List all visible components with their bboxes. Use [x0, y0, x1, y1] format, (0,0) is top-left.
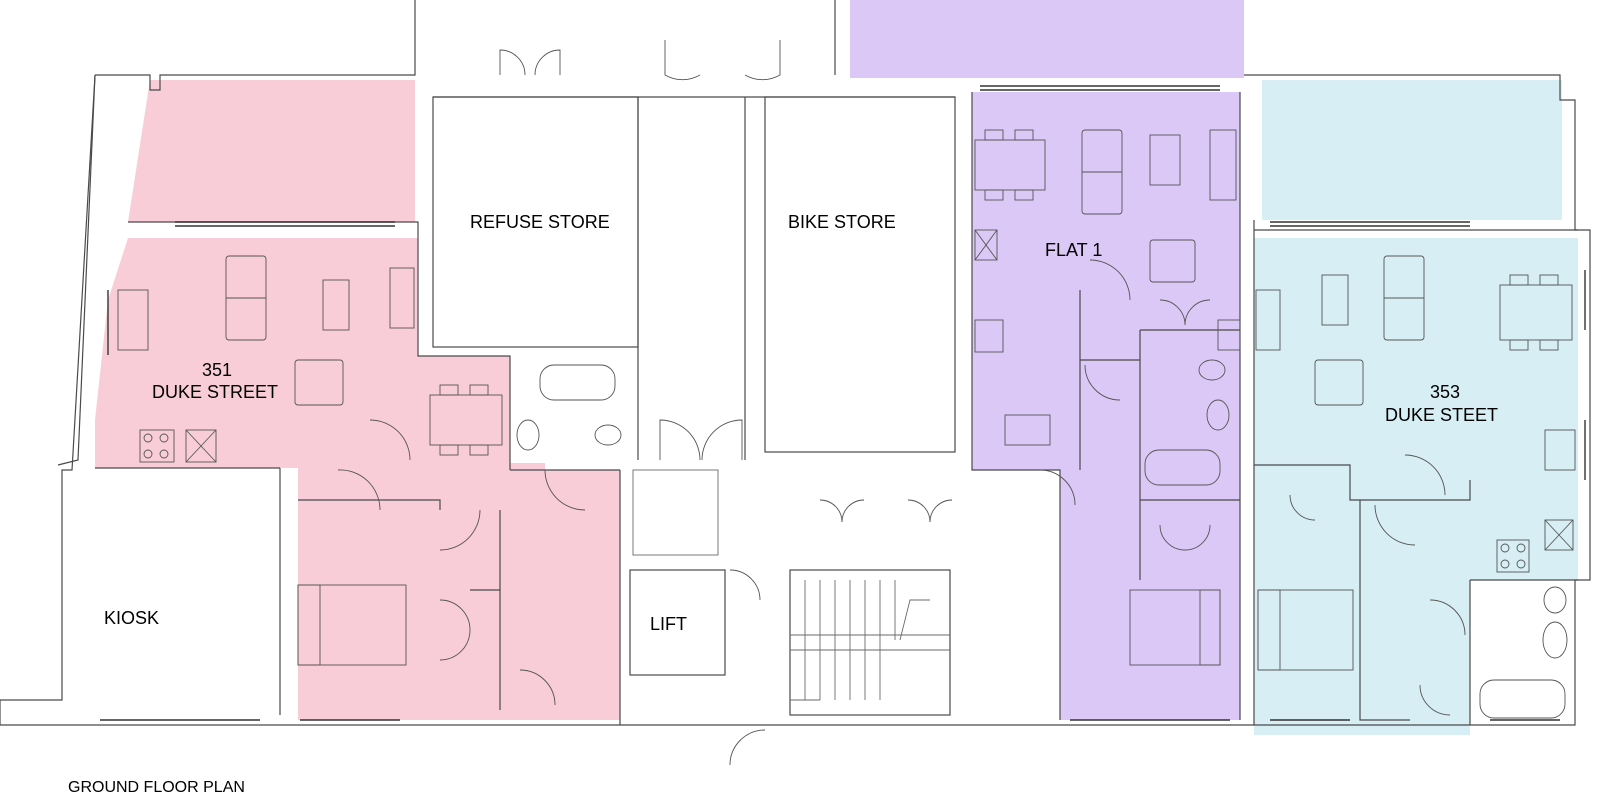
doors: [337, 40, 1466, 766]
unit-351-living: [95, 238, 620, 720]
label-bike-store: BIKE STORE: [788, 212, 896, 232]
windows: [100, 85, 1586, 721]
label-kiosk: KIOSK: [104, 608, 159, 628]
flat-1-zone: [850, 0, 1244, 720]
label-351-number: 351: [202, 360, 232, 380]
stair-treads: [790, 580, 950, 701]
label-flat-1: FLAT 1: [1045, 240, 1102, 260]
unit-353-interior: [1254, 238, 1578, 735]
label-lift: LIFT: [650, 614, 687, 634]
unit-353-garden: [1262, 80, 1562, 220]
label-353-street: DUKE STEET: [1385, 405, 1498, 425]
unit-353-zone: [1254, 80, 1578, 735]
unit-351-garden: [128, 80, 415, 222]
label-351-street: DUKE STREET: [152, 382, 278, 402]
flat-1-interior: [972, 92, 1240, 720]
label-353-number: 353: [1430, 382, 1460, 402]
label-refuse-store: REFUSE STORE: [470, 212, 610, 232]
furniture: [117, 129, 1576, 719]
unit-351-zone: [95, 80, 620, 720]
flat-1-terrace: [850, 0, 1244, 78]
plan-title: GROUND FLOOR PLAN: [68, 779, 245, 796]
